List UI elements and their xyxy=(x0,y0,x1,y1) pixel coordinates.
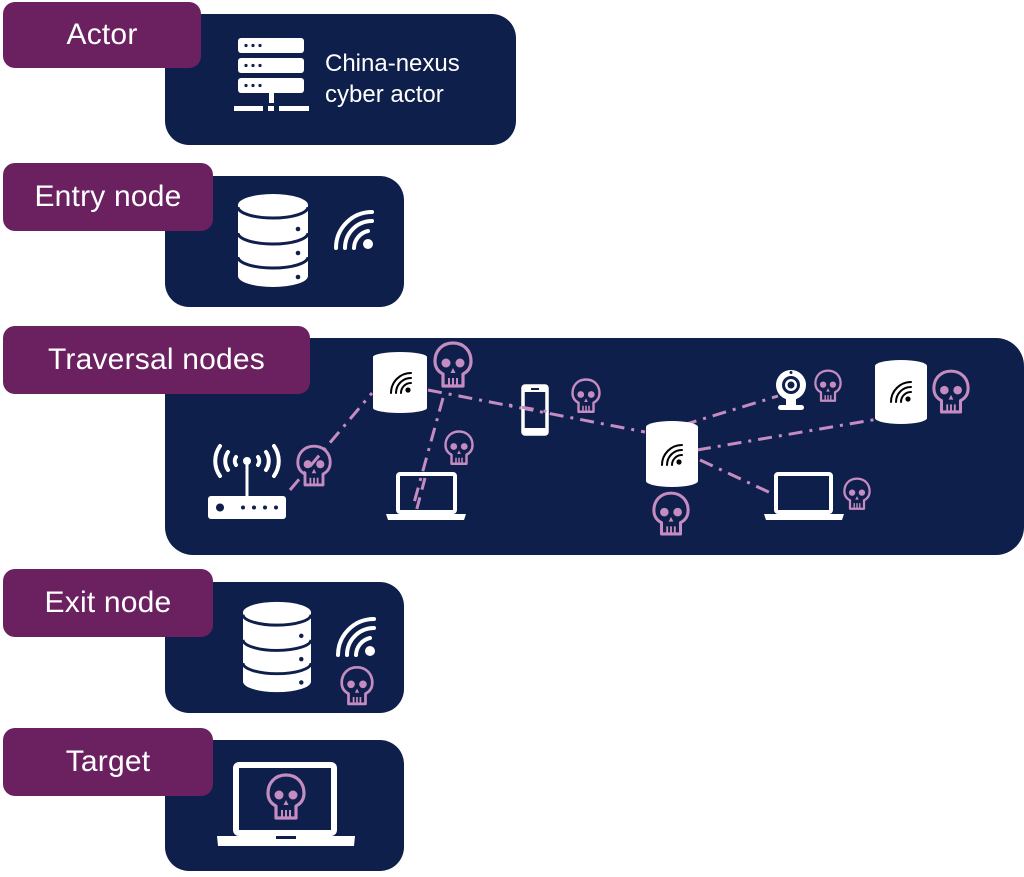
exit-node-tag: Exit node xyxy=(3,569,213,637)
target-label: Target xyxy=(65,745,151,778)
skull-icon xyxy=(652,490,690,538)
skull-icon xyxy=(433,341,473,389)
link-node1-to-laptop1 xyxy=(412,397,445,504)
router-icon xyxy=(208,444,286,519)
wifi-device-icon xyxy=(646,421,698,487)
target-tag: Target xyxy=(3,728,213,796)
wifi-device-icon xyxy=(373,352,427,413)
skull-icon xyxy=(444,430,474,466)
skull-icon xyxy=(814,368,842,404)
skull-icon xyxy=(843,476,871,512)
wifi-device-icon xyxy=(875,360,927,424)
skull-icon xyxy=(340,665,374,707)
exit-node-label: Exit node xyxy=(44,586,172,619)
actor-description-line-2: cyber actor xyxy=(325,81,444,108)
laptop-icon xyxy=(217,762,355,846)
wifi-icon xyxy=(334,210,374,250)
skull-icon xyxy=(296,443,332,489)
actor-description: China-nexus cyber actor xyxy=(325,48,460,110)
skull-icon xyxy=(932,368,970,416)
actor-tag: Actor xyxy=(3,2,201,68)
actor-label: Actor xyxy=(66,18,138,51)
link-node1-to-hub xyxy=(427,388,646,434)
entry-node-label: Entry node xyxy=(34,180,182,213)
actor-description-line-1: China-nexus xyxy=(325,50,460,77)
database-server-icon xyxy=(236,194,310,287)
laptop-icon xyxy=(386,472,466,520)
traversal-nodes-label: Traversal nodes xyxy=(48,343,265,376)
server-rack-icon xyxy=(234,38,309,111)
actor-panel xyxy=(165,14,516,145)
entry-node-tag: Entry node xyxy=(3,163,213,231)
database-server-icon xyxy=(241,601,313,693)
link-hub-to-node3 xyxy=(696,416,885,452)
traversal-nodes-tag: Traversal nodes xyxy=(3,326,310,394)
smartphone-icon xyxy=(521,384,549,436)
webcam-icon xyxy=(776,370,806,410)
laptop-icon xyxy=(764,472,844,520)
skull-icon xyxy=(266,772,306,822)
skull-icon xyxy=(571,378,601,414)
link-hub-to-laptop2 xyxy=(699,458,776,497)
wifi-icon xyxy=(336,617,376,657)
